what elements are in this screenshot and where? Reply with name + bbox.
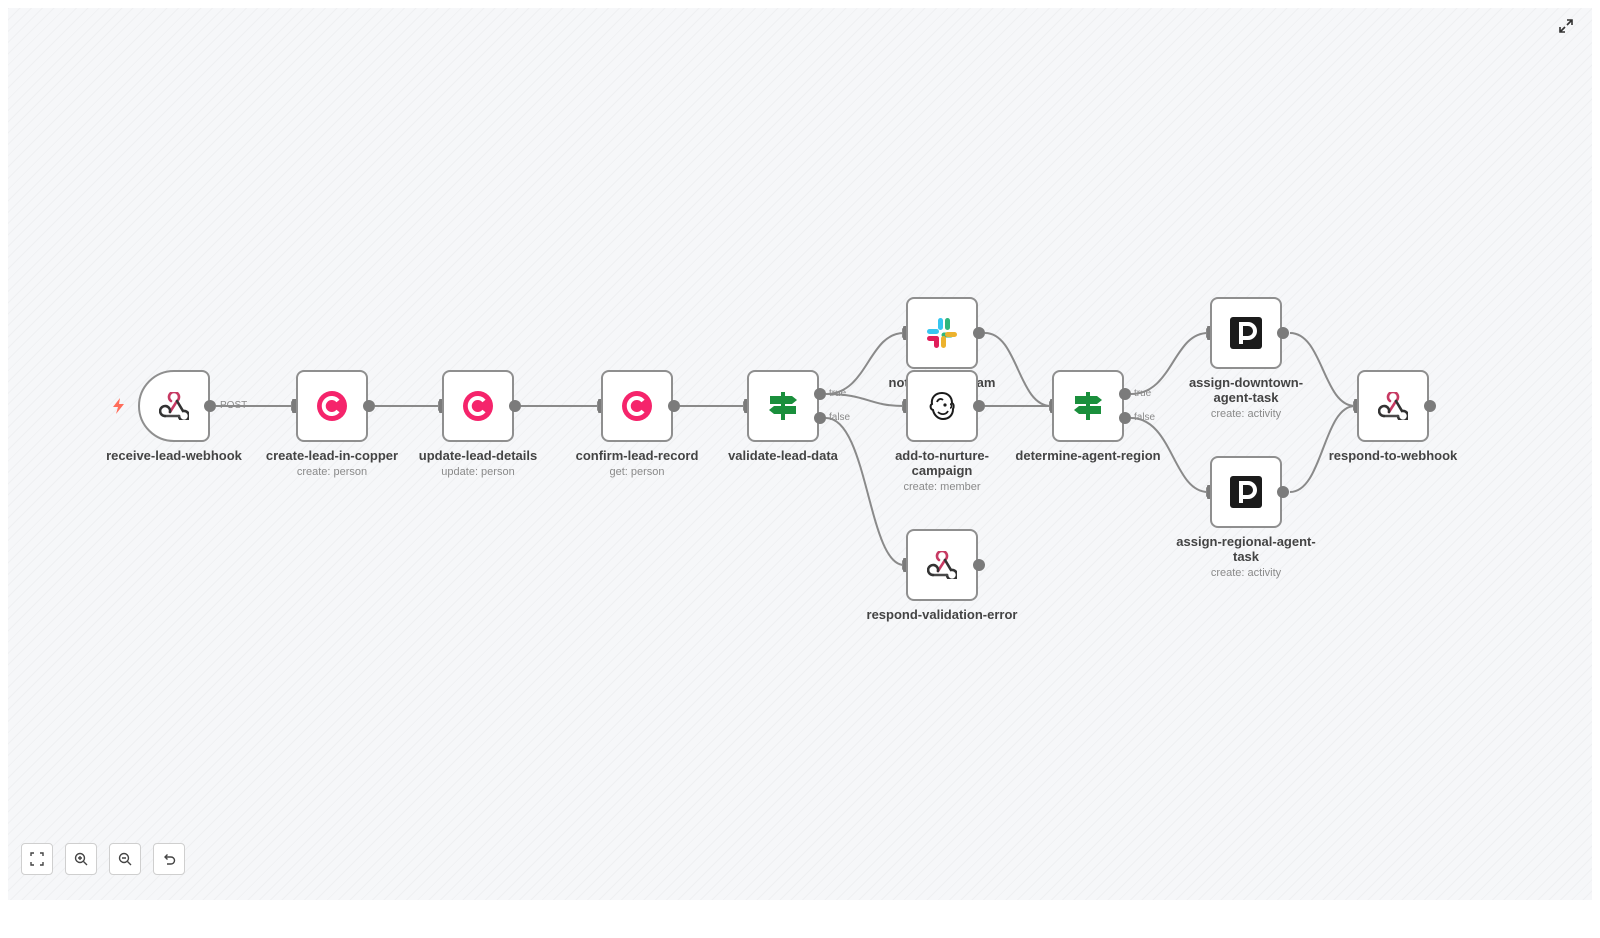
node-update-lead-details[interactable] <box>442 370 514 442</box>
copper-icon <box>622 391 652 421</box>
node-confirm-lead-record[interactable] <box>601 370 673 442</box>
if-signpost-icon <box>769 392 797 420</box>
output-handle[interactable] <box>973 559 985 571</box>
node-label: validate-lead-data <box>728 448 838 463</box>
output-handle[interactable] <box>1424 400 1436 412</box>
input-handle[interactable] <box>903 399 908 413</box>
node-subtitle: create: activity <box>1210 408 1282 420</box>
node-label: confirm-lead-record <box>575 448 699 463</box>
output-handle-false[interactable] <box>1119 412 1131 424</box>
reset-button[interactable] <box>153 843 185 875</box>
input-handle[interactable] <box>292 399 297 413</box>
fit-view-icon <box>30 852 44 866</box>
node-label: assign-regional-agent-task <box>1176 534 1316 564</box>
node-determine-agent-region[interactable] <box>1052 370 1124 442</box>
reset-icon <box>164 854 176 865</box>
input-handle[interactable] <box>598 399 603 413</box>
edge-validate-false-to-error <box>825 417 905 566</box>
expand-icon[interactable] <box>1558 18 1574 34</box>
node-assign-regional-agent-task[interactable] <box>1210 456 1282 528</box>
input-handle[interactable] <box>744 399 749 413</box>
edge-slack-to-region <box>984 332 1052 407</box>
output-handle[interactable] <box>1277 486 1289 498</box>
edge-validate-true-to-slack <box>825 332 905 395</box>
edge-label-false: false <box>829 412 851 423</box>
node-respond-validation-error[interactable] <box>906 529 978 601</box>
node-subtitle: get: person <box>609 466 665 478</box>
edge-region-false-to-regional <box>1130 417 1209 493</box>
zoom-in-button[interactable] <box>65 843 97 875</box>
input-handle[interactable] <box>903 558 908 572</box>
slack-icon <box>927 318 957 348</box>
edge-regional-to-respond <box>1289 405 1356 493</box>
input-handle[interactable] <box>1207 326 1212 340</box>
workflow-canvas[interactable]: receive-lead-webhook POST create-lead-in… <box>8 8 1592 900</box>
node-create-lead-in-copper[interactable] <box>296 370 368 442</box>
trigger-bolt-icon <box>113 398 124 414</box>
webhook-icon <box>159 392 189 420</box>
node-subtitle: create: member <box>903 481 981 493</box>
node-label: create-lead-in-copper <box>265 448 399 463</box>
node-label: update-lead-details <box>418 448 538 463</box>
output-handle[interactable] <box>973 327 985 339</box>
fit-view-button[interactable] <box>21 843 53 875</box>
mailchimp-icon <box>929 391 955 421</box>
zoom-in-icon <box>74 852 88 866</box>
node-subtitle: create: person <box>296 466 368 478</box>
input-handle[interactable] <box>1207 485 1212 499</box>
node-assign-downtown-agent-task[interactable] <box>1210 297 1282 369</box>
node-respond-to-webhook[interactable] <box>1357 370 1429 442</box>
output-handle-true[interactable] <box>1119 388 1131 400</box>
node-notify-sales-team[interactable] <box>906 297 978 369</box>
input-handle[interactable] <box>439 399 444 413</box>
node-label: respond-to-webhook <box>1328 448 1458 463</box>
node-label: assign-downtown-agent-task <box>1188 375 1304 405</box>
node-label: receive-lead-webhook <box>106 448 242 463</box>
output-handle[interactable] <box>668 400 680 412</box>
output-handle-false[interactable] <box>814 412 826 424</box>
zoom-out-icon <box>118 852 132 866</box>
output-handle[interactable] <box>1277 327 1289 339</box>
copper-icon <box>463 391 493 421</box>
node-label: add-to-nurture-campaign <box>895 448 989 478</box>
node-label: respond-validation-error <box>866 607 1018 622</box>
node-add-to-nurture-campaign[interactable] <box>906 370 978 442</box>
pipedrive-icon <box>1230 476 1262 508</box>
if-signpost-icon <box>1074 392 1102 420</box>
webhook-icon <box>1378 392 1408 420</box>
edge-label-true: true <box>1134 388 1152 399</box>
input-handle[interactable] <box>903 326 908 340</box>
node-subtitle: update: person <box>441 466 515 478</box>
input-handle[interactable] <box>1354 399 1359 413</box>
edge-region-true-to-downtown <box>1130 332 1209 395</box>
node-subtitle: create: activity <box>1210 567 1282 579</box>
output-handle[interactable] <box>973 400 985 412</box>
webhook-icon <box>927 551 957 579</box>
node-receive-lead-webhook[interactable] <box>138 370 210 442</box>
zoom-out-button[interactable] <box>109 843 141 875</box>
copper-icon <box>317 391 347 421</box>
edge-validate-true-to-mailchimp <box>825 393 905 407</box>
output-handle[interactable] <box>509 400 521 412</box>
node-validate-lead-data[interactable] <box>747 370 819 442</box>
output-handle-true[interactable] <box>814 388 826 400</box>
edge-label-post: POST <box>220 400 248 411</box>
edge-label-true: true <box>829 388 847 399</box>
output-handle[interactable] <box>204 400 216 412</box>
pipedrive-icon <box>1230 317 1262 349</box>
node-label: determine-agent-region <box>1015 448 1161 463</box>
output-handle[interactable] <box>363 400 375 412</box>
edge-downtown-to-respond <box>1289 332 1356 407</box>
edge-label-false: false <box>1134 412 1156 423</box>
